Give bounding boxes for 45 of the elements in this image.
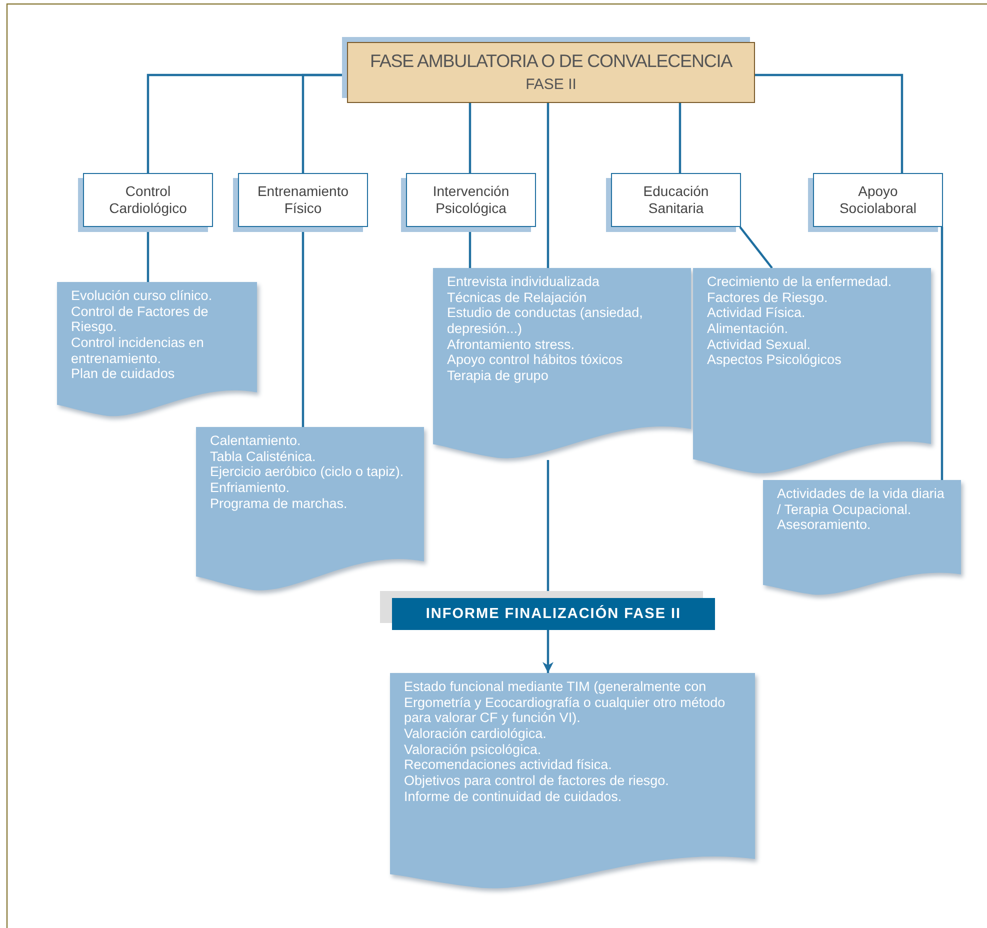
category-label: Control Cardiológico [108,183,188,217]
list-item: Plan de cuidados [71,366,176,382]
list-item: Actividades de la vida diaria / Terapia Ocupacional. [777,486,946,518]
category-label: Intervención Psicológica [432,183,510,217]
banner-text: INFORME FINALIZACIÓN FASE II [426,606,682,622]
category-label: Educación Sanitaria [642,183,710,217]
list-item: Informe de continuidad de cuidados. [404,788,623,804]
list-item: Aspectos Psicológicos [707,352,842,368]
list-item: Crecimiento de la enfermedad. [707,274,893,290]
subtitle-text: FASE II [524,76,578,93]
list-item: Asesoramiento. [777,517,872,533]
category-label: Apoyo Sociolaboral [838,183,918,217]
arrow [542,630,554,673]
report-banner [392,598,715,630]
list-item: Factores de Riesgo. [707,290,829,306]
list-item: Programa de marchas. [210,496,348,512]
connector-line [755,74,904,173]
list-item: Terapia de grupo [447,368,550,384]
connector-line [678,103,682,173]
connector-line [940,227,944,480]
list-item: Ejercicio aeróbico (ciclo o tapiz). [210,464,405,480]
list-item: Enfriamiento. [210,480,291,496]
list-item: Tabla Calisténica. [210,448,317,464]
list-item: Afrontamiento stress. [447,336,576,352]
connector-line [546,103,550,268]
list-item: Control incidencias en entrenamiento. [71,334,205,366]
list-item: Evolución curso clínico. [71,288,214,304]
list-item: Calentamiento. [210,433,302,449]
connector-line [468,103,472,173]
category-label: Entrenamiento Físico [256,183,350,217]
list-item: Estudio de conductas (ansiedad, depresión...) [447,305,644,337]
title-text: FASE AMBULATORIA O DE CONVALECENCIA [368,51,734,72]
list-item: Apoyo control hábitos tóxicos [447,352,624,368]
list-item: Valoración cardiológica. [404,726,548,742]
list-item: Alimentación. [707,320,790,337]
list-item: Entrevista individualizada [447,274,600,290]
list-item: Control de Factores de Riesgo. [71,304,210,335]
connector-line [739,226,773,269]
list-item: Técnicas de Relajación [447,290,588,306]
list-item: Estado funcional mediante TIM (generalmente con Ergometría y Ecocardiografía o cualquier otro método para valorar CF y función VI). [404,679,726,726]
list-item: Recomendaciones actividad física. [404,757,613,773]
list-item: Valoración psicológica. [404,742,542,758]
list-item: Objetivos para control de factores de riesgo. [404,772,670,789]
list-item: Actividad Sexual. [707,336,812,352]
list-item: Actividad Física. [707,305,806,321]
